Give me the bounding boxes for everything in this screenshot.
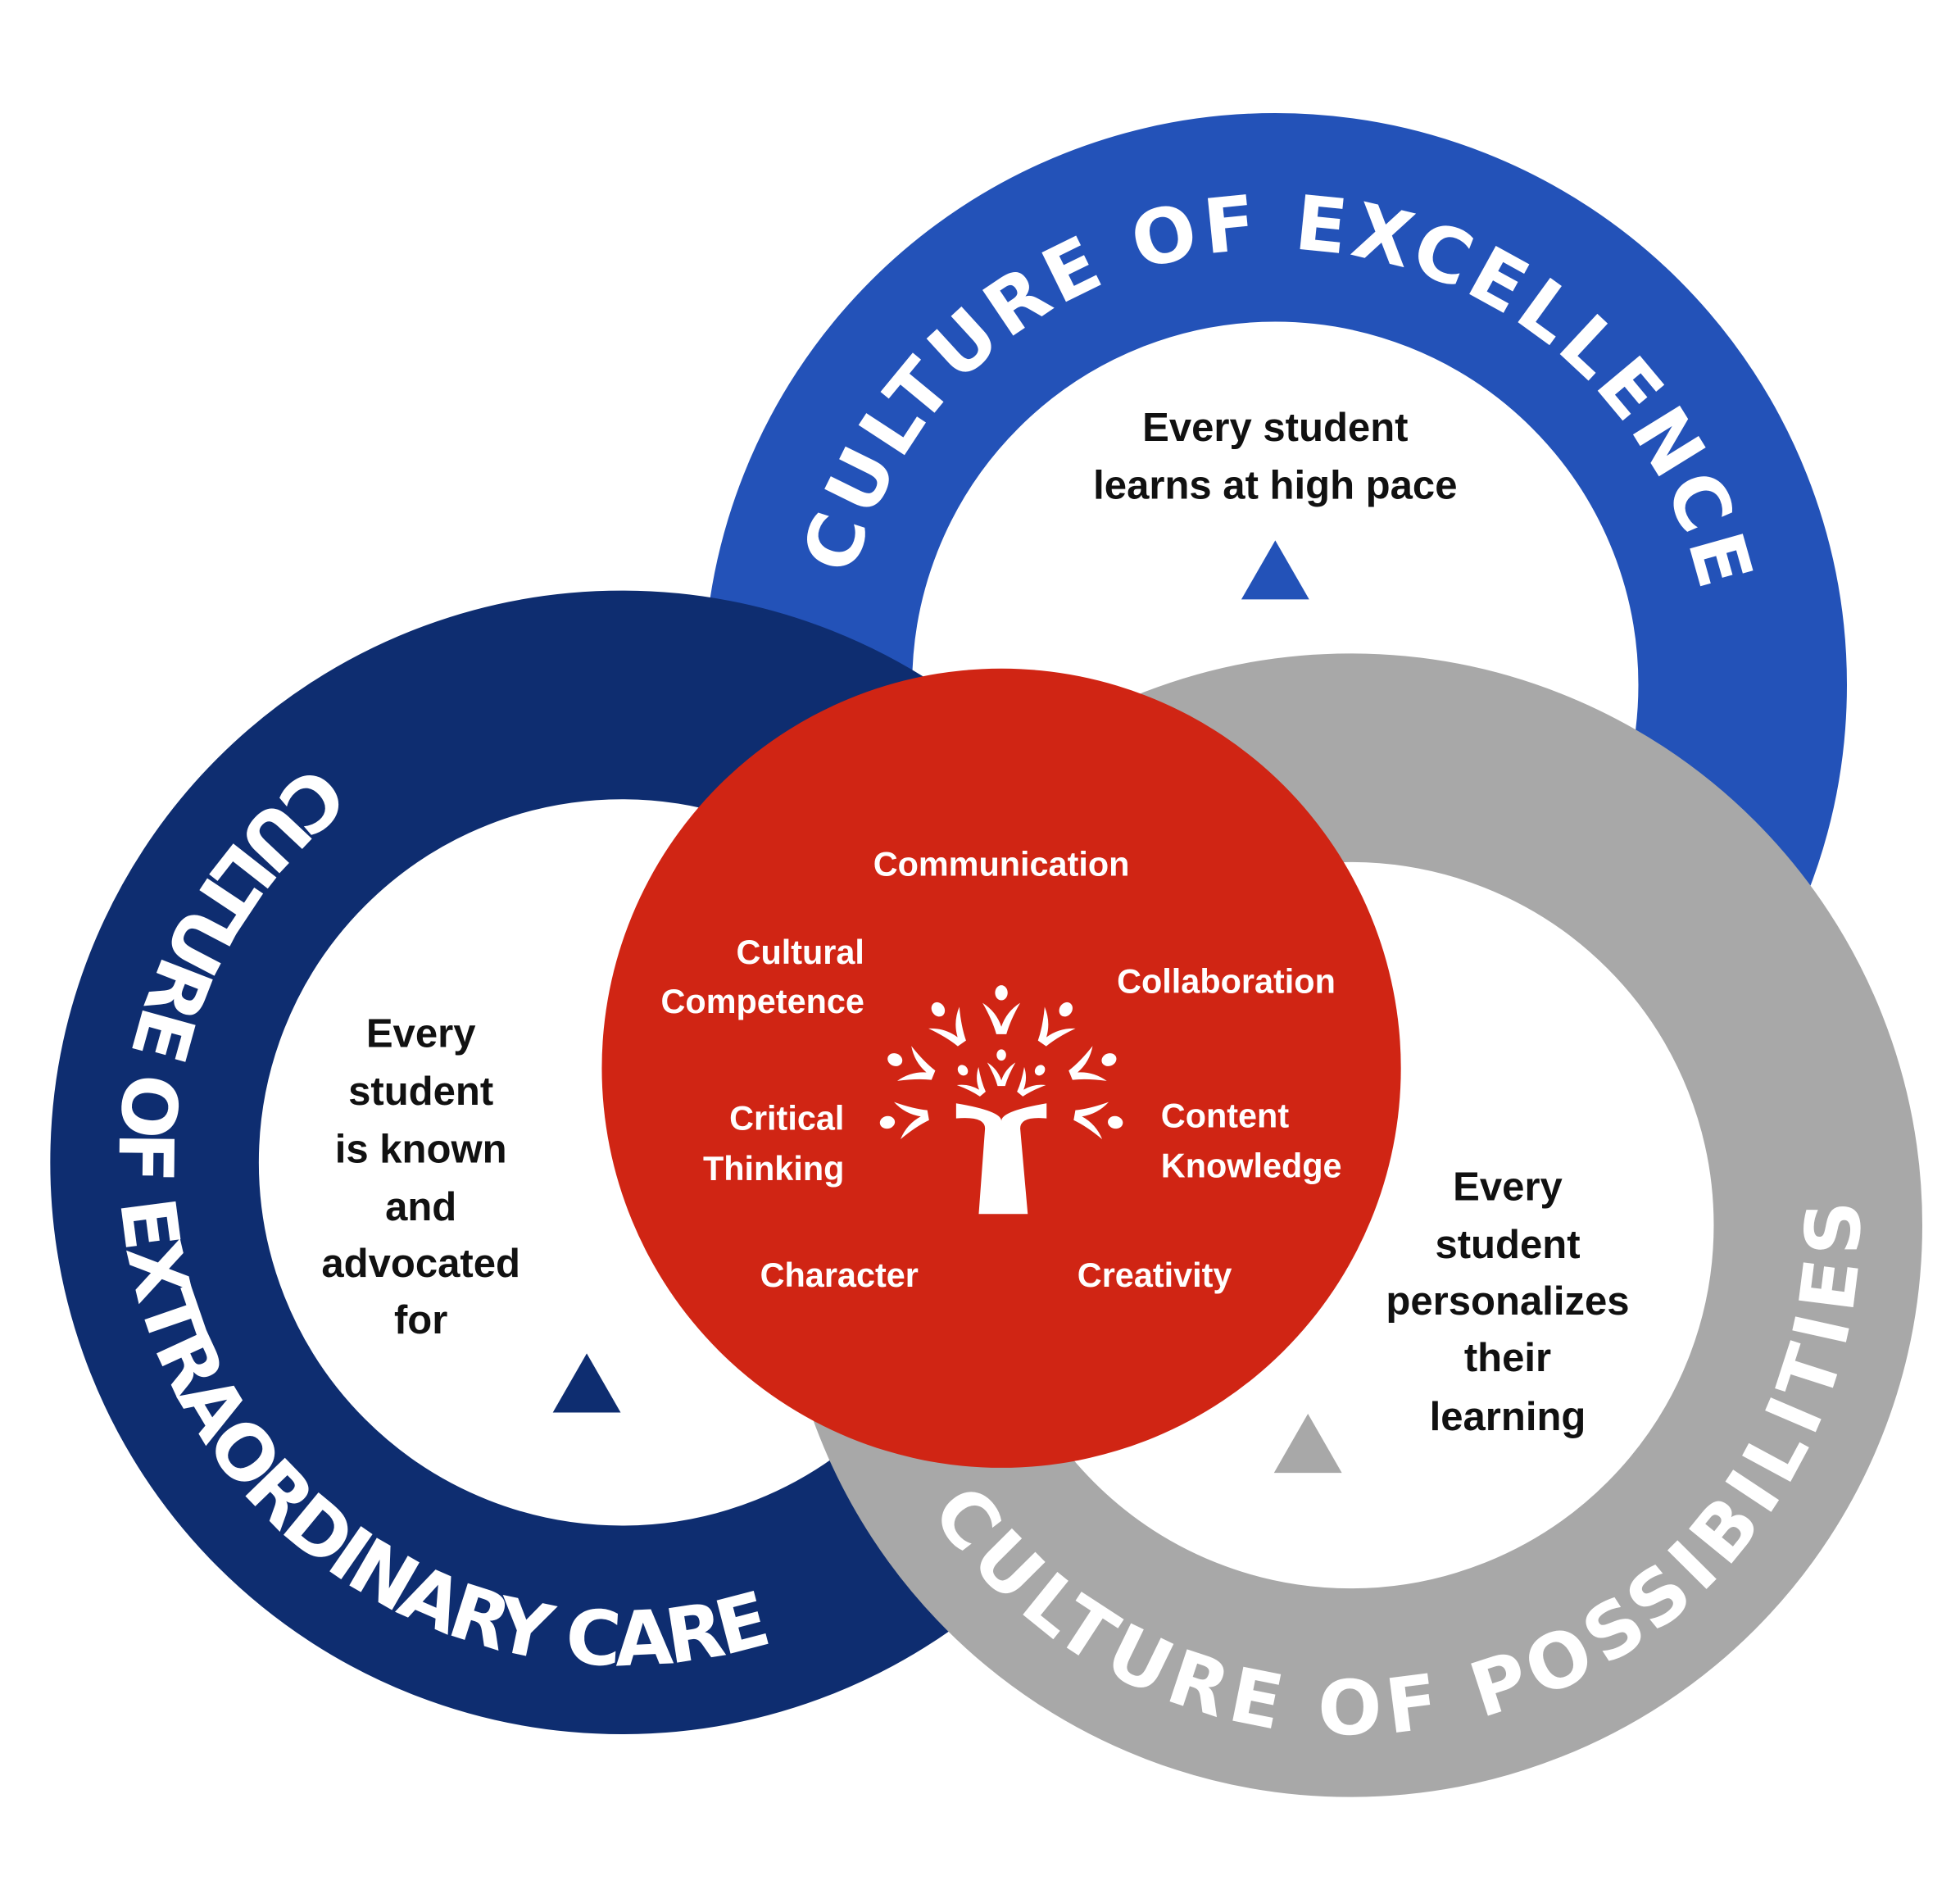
- skill-content-knowledge: Knowledge: [1161, 1147, 1342, 1185]
- possibilities-statement: Every student personalizes their learnin…: [1386, 1165, 1629, 1439]
- statement-line: learns at high pace: [1093, 464, 1457, 508]
- statement-line: their: [1464, 1336, 1551, 1380]
- triangle-possibilities-icon: [1273, 1414, 1342, 1474]
- statement-line: personalizes: [1386, 1279, 1629, 1324]
- statement-line: learning: [1430, 1395, 1586, 1439]
- care-statement: Every student is known and advocated for: [321, 1011, 520, 1342]
- tree-of-people-icon: [876, 985, 1127, 1215]
- statement-line: is known: [335, 1127, 507, 1171]
- skill-creativity: Creativity: [1078, 1256, 1232, 1294]
- skill-critical-thinking: Critical: [729, 1099, 844, 1137]
- skill-communication: Communication: [873, 846, 1130, 883]
- statement-line: advocated: [321, 1242, 520, 1286]
- excellence-statement: Every student learns at high pace: [1093, 406, 1457, 508]
- statement-line: Every: [366, 1011, 476, 1056]
- statement-line: for: [394, 1298, 447, 1342]
- skill-content-knowledge: Content: [1161, 1097, 1290, 1134]
- core-circle: [601, 668, 1401, 1468]
- core-skills: Communication Cultural Competence Collab…: [661, 846, 1342, 1294]
- statement-line: Every: [1453, 1165, 1563, 1209]
- skill-character: Character: [760, 1256, 919, 1294]
- skill-cultural-competence: Competence: [661, 983, 864, 1020]
- statement-line: Every student: [1142, 406, 1408, 450]
- statement-line: student: [348, 1070, 493, 1114]
- skill-collaboration: Collaboration: [1117, 962, 1336, 1000]
- skill-cultural-competence: Cultural: [737, 933, 864, 971]
- skill-critical-thinking: Thinking: [703, 1150, 844, 1188]
- statement-line: and: [385, 1185, 456, 1229]
- triangle-care-icon: [552, 1353, 621, 1413]
- triangle-excellence-icon: [1241, 540, 1309, 600]
- statement-line: student: [1435, 1223, 1580, 1267]
